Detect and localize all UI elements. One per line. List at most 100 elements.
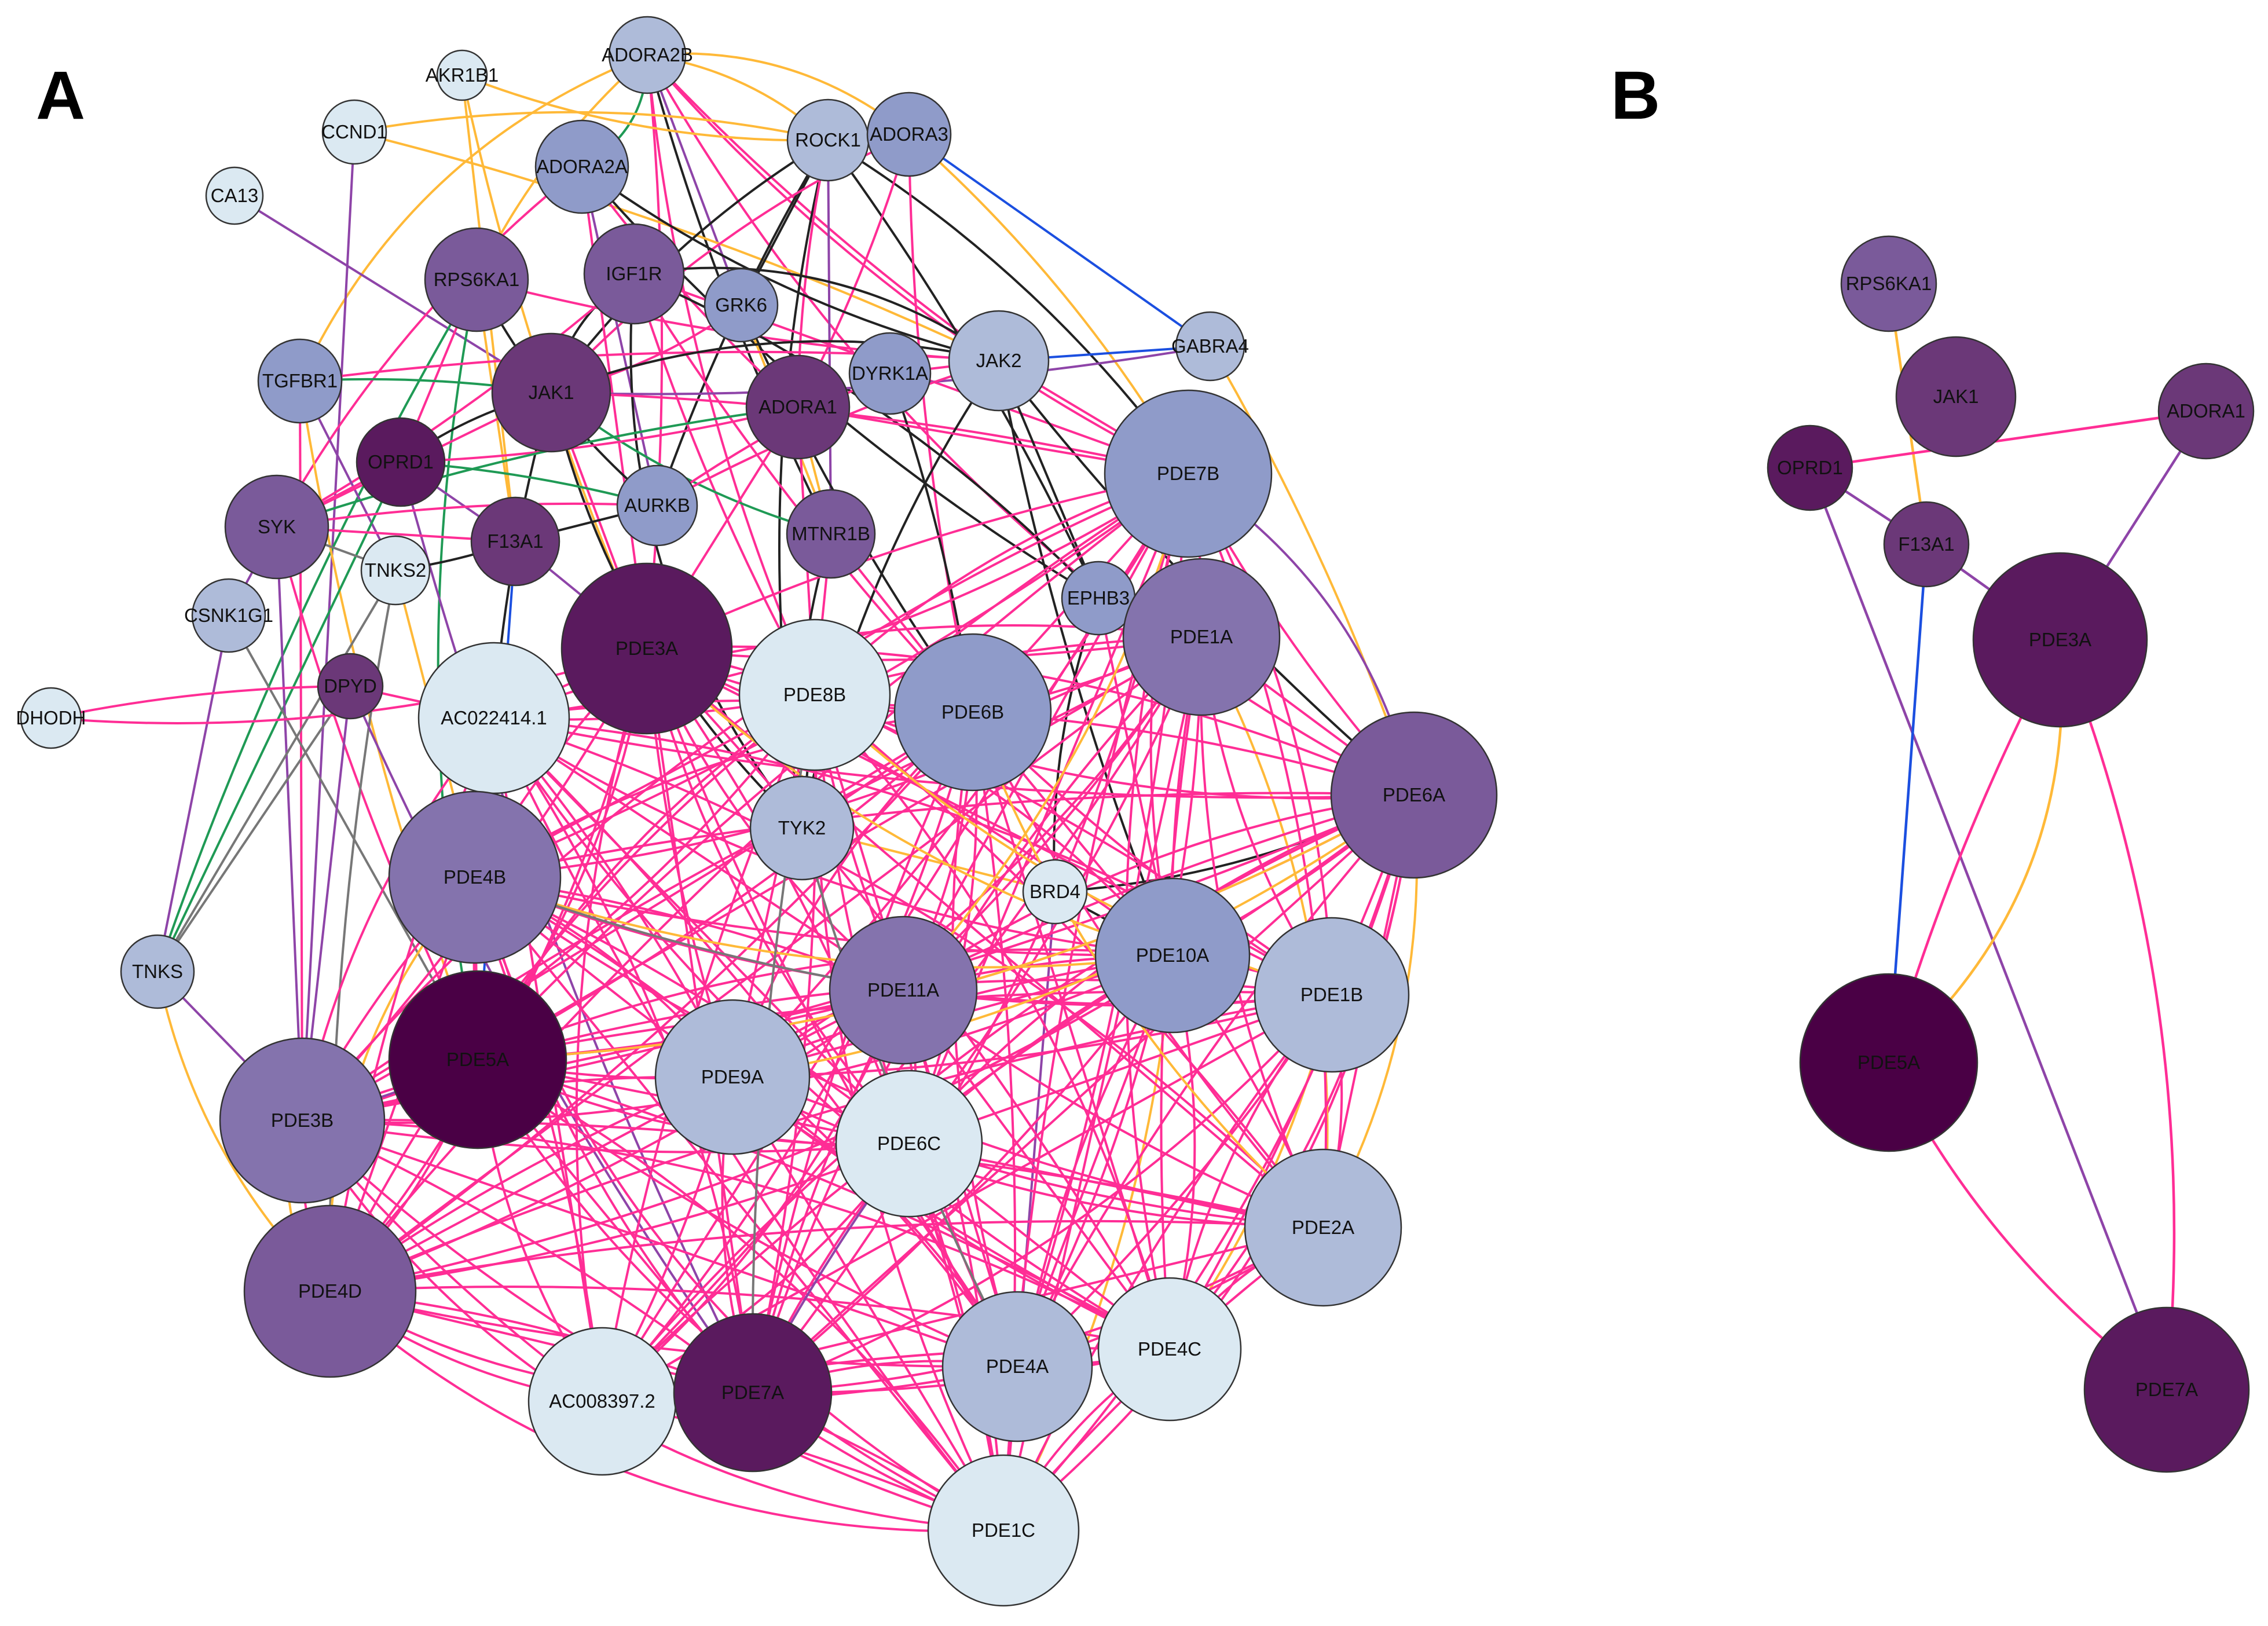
node-a-pde7b[interactable]: PDE7B — [1104, 389, 1273, 558]
edge-a-pde6b-pde4c — [972, 712, 1171, 1350]
node-a-syk[interactable]: SYK — [224, 474, 329, 580]
node-a-adora3[interactable]: ADORA3 — [866, 91, 952, 177]
node-b-oprd1[interactable]: OPRD1 — [1767, 424, 1853, 511]
node-a-csnk1g1[interactable]: CSNK1G1 — [184, 578, 273, 653]
node-a-grk6-label: GRK6 — [715, 294, 767, 316]
node-a-tyk2[interactable]: TYK2 — [749, 775, 855, 881]
node-a-pde3b[interactable]: PDE3B — [219, 1037, 386, 1204]
node-a-dpyd[interactable]: DPYD — [317, 653, 384, 720]
node-a-ca13[interactable]: CA13 — [205, 166, 264, 225]
node-a-mtnr1b[interactable]: MTNR1B — [786, 489, 876, 579]
node-a-pde1a-circle — [1122, 558, 1281, 716]
node-a-rps6ka1[interactable]: RPS6KA1 — [424, 227, 529, 332]
node-a-oprd1[interactable]: OPRD1 — [356, 417, 446, 507]
edge-a-pde4d-pde4a — [329, 1290, 1018, 1368]
node-a-aurkb[interactable]: AURKB — [616, 464, 698, 547]
node-a-tgfbr1[interactable]: TGFBR1 — [257, 338, 343, 424]
node-a-brd4[interactable]: BRD4 — [1022, 859, 1088, 925]
node-b-rps6ka1-circle — [1840, 235, 1937, 332]
node-b-rps6ka1[interactable]: RPS6KA1 — [1840, 235, 1937, 332]
node-a-pde9a-circle — [654, 999, 811, 1155]
node-a-pde4d[interactable]: PDE4D — [243, 1204, 417, 1378]
node-a-pde3a[interactable]: PDE3A — [560, 562, 733, 735]
node-a-gabra4[interactable]: GABRA4 — [1171, 311, 1249, 382]
edge-a-ccnd1-rock1 — [354, 111, 829, 141]
node-b-pde5a[interactable]: PDE5A — [1799, 973, 1978, 1152]
edge-a-akr1b1-rock1 — [461, 74, 829, 142]
node-a-aurkb-label: AURKB — [624, 495, 690, 516]
node-a-pde5a[interactable]: PDE5A — [388, 970, 567, 1149]
node-b-jak1[interactable]: JAK1 — [1895, 336, 2017, 457]
node-a-syk-label: SYK — [258, 516, 296, 537]
node-a-rock1[interactable]: ROCK1 — [786, 98, 870, 182]
node-a-igf1r[interactable]: IGF1R — [583, 223, 685, 325]
node-a-pde4c-label: PDE4C — [1138, 1338, 1201, 1360]
node-a-adora2a-label: ADORA2A — [536, 156, 628, 177]
edge-a-tnks2-tnks — [156, 569, 397, 973]
edge-a-pde1b-pde7a — [752, 994, 1333, 1394]
node-a-akr1b1-circle — [436, 49, 488, 101]
node-a-pde1b[interactable]: PDE1B — [1254, 917, 1410, 1073]
node-a-pde9a[interactable]: PDE9A — [654, 999, 811, 1155]
node-a-ac022414-1[interactable]: AC022414.1 — [417, 642, 570, 794]
node-a-pde6a-label: PDE6A — [1383, 784, 1445, 805]
node-a-jak2[interactable]: JAK2 — [948, 310, 1050, 412]
edge-b-oprd1-adora1 — [1809, 409, 2207, 470]
node-a-dhodh[interactable]: DHODH — [16, 687, 86, 749]
node-b-adora1[interactable]: ADORA1 — [2157, 362, 2255, 460]
node-a-ccnd1[interactable]: CCND1 — [321, 99, 387, 165]
node-a-dyrk1a-label: DYRK1A — [852, 362, 928, 384]
edge-a-csnk1g1-tnks — [156, 615, 230, 972]
panel-label-b: B — [1611, 57, 1660, 134]
node-b-pde7a[interactable]: PDE7A — [2083, 1306, 2250, 1473]
node-a-ephb3[interactable]: EPHB3 — [1061, 561, 1136, 636]
node-a-pde4d-label: PDE4D — [298, 1280, 362, 1302]
node-a-csnk1g1-label: CSNK1G1 — [184, 605, 273, 626]
node-a-jak2-label: JAK2 — [976, 350, 1022, 371]
edge-a-adora1-syk — [276, 406, 798, 528]
node-a-jak1[interactable]: JAK1 — [491, 332, 611, 453]
edge-a-adora1-oprd1 — [400, 406, 798, 463]
node-a-pde8b[interactable]: PDE8B — [738, 618, 891, 771]
node-a-pde3b-circle — [219, 1037, 386, 1204]
edge-a-pde11a-ac008397.2 — [601, 990, 904, 1402]
node-a-pde1c-circle — [927, 1454, 1080, 1607]
edge-a-ac022414.1-pde2a — [493, 717, 1324, 1229]
node-a-pde5a-circle — [388, 970, 567, 1149]
node-a-pde6b[interactable]: PDE6B — [893, 633, 1052, 792]
node-a-pde9a-label: PDE9A — [701, 1066, 764, 1087]
node-a-adora1[interactable]: ADORA1 — [745, 354, 851, 460]
node-b-f13a1-label: F13A1 — [1898, 533, 1954, 555]
edge-a-pde10a-pde7a — [752, 954, 1174, 1394]
node-a-grk6[interactable]: GRK6 — [704, 268, 779, 343]
edge-a-adora2a-jak2 — [581, 166, 999, 362]
node-a-pde6a[interactable]: PDE6A — [1330, 711, 1498, 879]
node-a-ca13-label: CA13 — [211, 185, 259, 206]
edge-a-pde8b-pde4d — [329, 694, 816, 1292]
node-a-pde11a[interactable]: PDE11A — [829, 915, 978, 1065]
node-a-ccnd1-label: CCND1 — [321, 121, 387, 142]
node-b-pde3a[interactable]: PDE3A — [1972, 552, 2148, 728]
node-a-tnks2[interactable]: TNKS2 — [360, 535, 431, 606]
node-a-pde1c[interactable]: PDE1C — [927, 1454, 1080, 1607]
node-a-akr1b1[interactable]: AKR1B1 — [426, 49, 499, 101]
node-a-ac008397-2[interactable]: AC008397.2 — [527, 1327, 677, 1476]
node-a-pde4a[interactable]: PDE4A — [941, 1291, 1093, 1442]
node-a-pde10a[interactable]: PDE10A — [1094, 877, 1251, 1034]
node-a-adora2a[interactable]: ADORA2A — [534, 119, 629, 214]
node-a-pde1a[interactable]: PDE1A — [1122, 558, 1281, 716]
node-a-syk-circle — [224, 474, 329, 580]
node-a-pde7a[interactable]: PDE7A — [673, 1313, 833, 1473]
node-a-pde4c[interactable]: PDE4C — [1097, 1277, 1242, 1422]
node-a-adora2b[interactable]: ADORA2B — [602, 16, 693, 94]
node-a-tnks[interactable]: TNKS — [120, 934, 195, 1009]
node-a-pde2a[interactable]: PDE2A — [1244, 1148, 1402, 1307]
node-a-rps6ka1-label: RPS6KA1 — [434, 269, 520, 290]
edge-a-adora2b-tgfbr1 — [299, 54, 648, 382]
node-b-f13a1[interactable]: F13A1 — [1883, 501, 1970, 588]
node-a-pde6c[interactable]: PDE6C — [835, 1070, 983, 1218]
edge-a-pde6b-ac008397.2 — [601, 712, 974, 1402]
node-a-pde4b[interactable]: PDE4B — [388, 790, 562, 964]
node-a-dyrk1a[interactable]: DYRK1A — [848, 332, 932, 415]
node-a-f13a1[interactable]: F13A1 — [470, 496, 560, 587]
